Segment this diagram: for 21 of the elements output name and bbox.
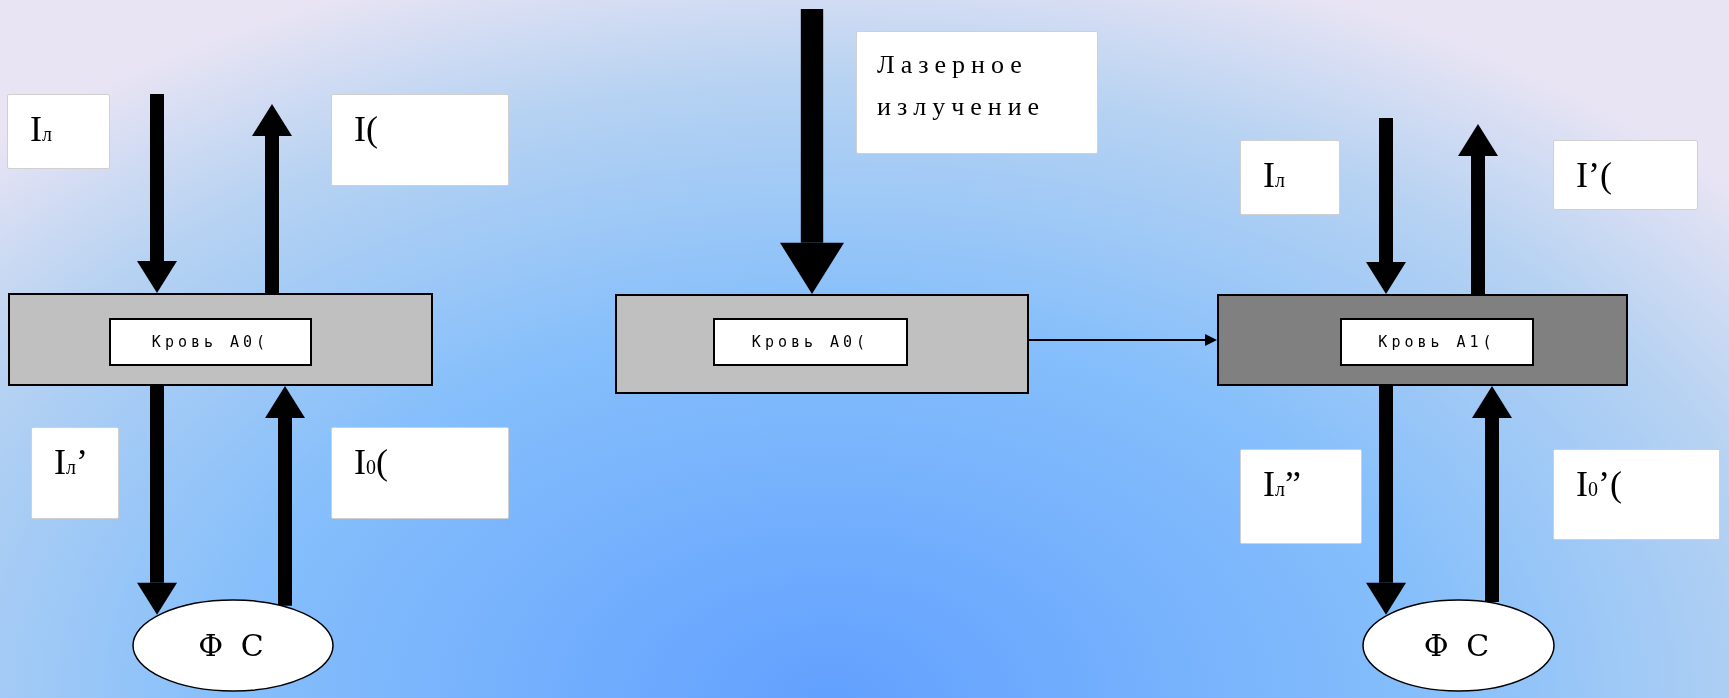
block-arrow <box>137 386 177 615</box>
sample-label: Кровь A0( <box>713 318 908 366</box>
sample-bar <box>1217 294 1628 386</box>
block-arrow <box>1458 124 1498 294</box>
caption-box: Лазерное излучение <box>856 31 1098 154</box>
arrow <box>1029 334 1217 346</box>
block-arrow <box>1366 118 1406 294</box>
block-arrow <box>780 9 844 294</box>
symbol-label: I( <box>331 94 509 186</box>
block-arrow <box>265 386 305 606</box>
symbol-label: I’( <box>1553 140 1698 210</box>
block-arrow <box>1366 386 1406 615</box>
block-arrow <box>137 94 177 293</box>
detector-oval: Ф С <box>1362 599 1555 692</box>
sample-bar <box>615 294 1029 394</box>
sample-bar <box>8 293 433 386</box>
sample-label: Кровь A0( <box>109 318 312 366</box>
sample-label: Кровь A1( <box>1340 318 1534 366</box>
block-arrow <box>1472 386 1512 602</box>
detector-oval: Ф С <box>132 599 334 692</box>
block-arrow <box>252 104 292 293</box>
